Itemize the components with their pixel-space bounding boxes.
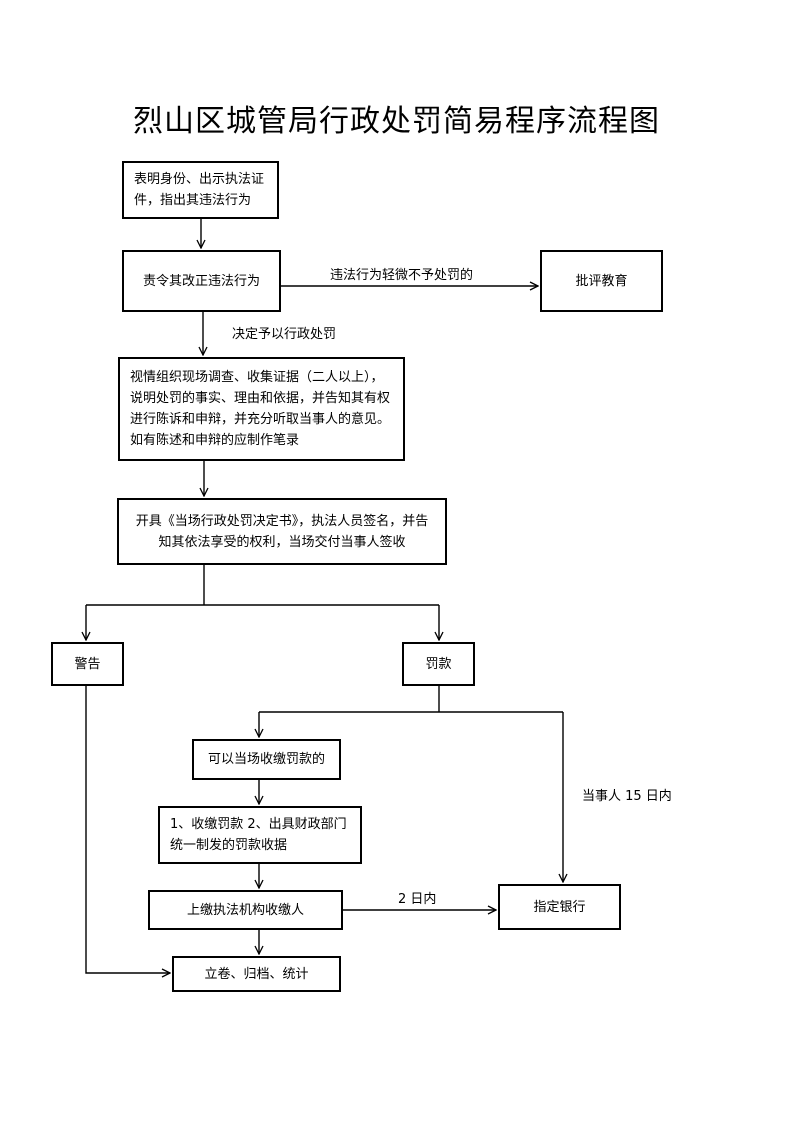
node-investigate-label: 视情组织现场调查、收集证据（二人以上），说明处罚的事实、理由和依据，并告知其有权… (130, 370, 391, 448)
edge-label-within2: 2 日内 (398, 892, 437, 907)
edge-label-decide: 决定予以行政处罚 (232, 327, 337, 342)
node-submit-label: 上缴执法机构收缴人 (186, 902, 304, 918)
node-correct-label: 责令其改正违法行为 (142, 273, 260, 289)
node-collect-receipt-label: 1、收缴罚款 2、出具财政部门统一制发的罚款收据 (170, 817, 347, 853)
node-identify: 表明身份、出示执法证件，指出其违法行为 (122, 161, 279, 219)
node-fine: 罚款 (402, 642, 475, 686)
node-archive-label: 立卷、归档、统计 (204, 966, 309, 982)
node-identify-label: 表明身份、出示执法证件，指出其违法行为 (134, 172, 265, 208)
node-bank-label: 指定银行 (533, 899, 586, 915)
node-warning-label: 警告 (74, 656, 101, 672)
edge-label-minor: 违法行为轻微不予处罚的 (330, 268, 474, 283)
node-warning: 警告 (51, 642, 124, 686)
edge-label-within15: 当事人 15 日内 (582, 789, 672, 804)
node-onsite-collect: 可以当场收缴罚款的 (192, 739, 341, 780)
page-title: 烈山区城管局行政处罚简易程序流程图 (133, 104, 660, 139)
node-criticize-label: 批评教育 (575, 273, 628, 289)
node-onsite-collect-label: 可以当场收缴罚款的 (207, 752, 325, 767)
node-correct: 责令其改正违法行为 (122, 250, 281, 312)
node-bank: 指定银行 (498, 884, 621, 930)
node-submit: 上缴执法机构收缴人 (148, 890, 343, 930)
node-decision-label: 开具《当场行政处罚决定书》，执法人员签名，并告知其依法享受的权利，当场交付当事人… (135, 513, 429, 550)
node-criticize: 批评教育 (540, 250, 663, 312)
node-fine-label: 罚款 (425, 656, 452, 672)
node-archive: 立卷、归档、统计 (172, 956, 341, 992)
edge-warning-to-archive (85, 686, 170, 973)
node-collect-receipt: 1、收缴罚款 2、出具财政部门统一制发的罚款收据 (158, 806, 362, 864)
node-investigate: 视情组织现场调查、收集证据（二人以上），说明处罚的事实、理由和依据，并告知其有权… (118, 357, 405, 461)
node-decision: 开具《当场行政处罚决定书》，执法人员签名，并告知其依法享受的权利，当场交付当事人… (117, 498, 447, 565)
